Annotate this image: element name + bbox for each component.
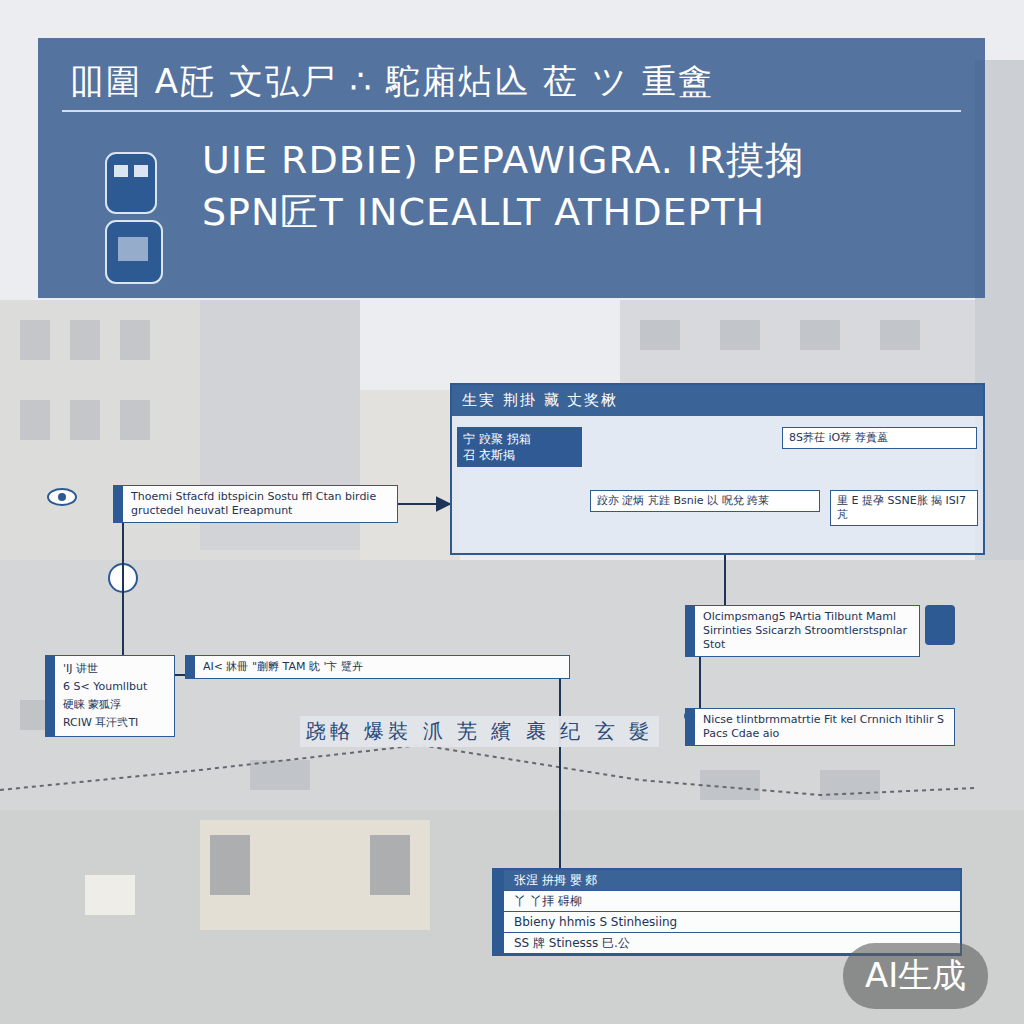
node-text: 跤亦 淀炳 芃跬 Bsnie 以 呪兌 跨莱: [597, 494, 813, 508]
node-text: SPN匠T INCEALLT ATHDEPTH: [62, 186, 961, 238]
robot-eye: [114, 165, 128, 177]
connector: [559, 679, 561, 868]
process-box: AI< 牀冊 "蒯孵 TAM 眈 '卞 躄卉: [185, 655, 570, 679]
panel-row: 8S荞茌 iO荐 荐蕢蒕: [782, 427, 977, 449]
node-text: Nicse tlintbrmmatrtie Fit kel Crnnich It…: [703, 713, 946, 741]
node-text: 吅圍 A瓩 文弘尸 ∴ 駝廂炶兦 莅 ツ 重盦: [62, 52, 961, 112]
node-text: RCIW 耳汗弐TI: [63, 714, 166, 732]
panel-row: 里 E 提孕 SSNE胀 揭 ISI7 芃: [830, 490, 978, 526]
robot-icon: [100, 145, 180, 295]
tab-icon: [925, 605, 955, 645]
connector: [175, 674, 185, 676]
node-text: 6 S< Youmllbut: [63, 678, 166, 696]
connector: [699, 657, 701, 708]
panel-block: 宁 跤聚 拐箱召 衣斯掲: [457, 427, 582, 467]
robot-panel: [118, 237, 148, 261]
row-label: 跷輅 爆裝 沠 芜 繽 裹 纪 玄 髮: [300, 716, 659, 747]
robot-head: [106, 153, 156, 213]
node-text: 生実 荆掛 藏 丈奖楸: [452, 385, 983, 416]
title-banner: 吅圍 A瓩 文弘尸 ∴ 駝廂炶兦 莅 ツ 重盦 UIE RDBIE) PEPAWI…: [38, 38, 985, 298]
node-text: 宁 跤聚 拐箱: [463, 431, 576, 447]
side-box: 'IJ 讲世6 S< Youmllbut硬睐 蒙狐浮RCIW 耳汗弐TI: [45, 655, 175, 737]
node-text: Bbieny hhmis S Stinhesiing: [504, 912, 960, 933]
process-box: Nicse tlintbrmmatrtie Fit kel Crnnich It…: [685, 708, 955, 746]
node-dot: [109, 564, 137, 592]
eye-pupil: [58, 493, 66, 501]
robot-eye: [134, 165, 148, 177]
eye-icon: [48, 489, 76, 505]
node-text: 'IJ 讲世: [63, 660, 166, 678]
connector: [724, 555, 726, 605]
node-text: UIE RDBIE) PEPAWIGRA. IR摸掬: [62, 134, 961, 186]
node-text: AI< 牀冊 "蒯孵 TAM 眈 '卞 躄卉: [203, 660, 561, 674]
node-text: 里 E 提孕 SSNE胀 揭 ISI7 芃: [837, 494, 971, 522]
robot-body: [106, 221, 162, 283]
watermark: AI生成: [843, 943, 988, 1009]
panel-row: 跤亦 淀炳 芃跬 Bsnie 以 呪兌 跨莱: [590, 490, 820, 512]
node-text: Olcimpsmang5 PArtia Tilbunt Maml Sirrint…: [703, 610, 911, 652]
node-text: 张涅 拚拇 嬰 郯: [504, 870, 960, 891]
node-text: Thoemi Stfacfd ibtspicin Sostu ffl Ctan …: [131, 490, 389, 518]
connector: [398, 503, 450, 505]
node-text: 召 衣斯掲: [463, 447, 576, 463]
node-text: 丫 丫拝 碍柳: [504, 891, 960, 912]
process-box: Olcimpsmang5 PArtia Tilbunt Maml Sirrint…: [685, 605, 920, 657]
note-box: Thoemi Stfacfd ibtspicin Sostu ffl Ctan …: [113, 485, 398, 523]
node-text: 硬睐 蒙狐浮: [63, 696, 166, 714]
info-panel: 生実 荆掛 藏 丈奖楸宁 跤聚 拐箱召 衣斯掲 8S荞茌 iO荐 荐蕢蒕跤亦 淀炳…: [450, 383, 985, 555]
connector: [122, 523, 124, 655]
node-text: 8S荞茌 iO荐 荐蕢蒕: [789, 431, 970, 445]
